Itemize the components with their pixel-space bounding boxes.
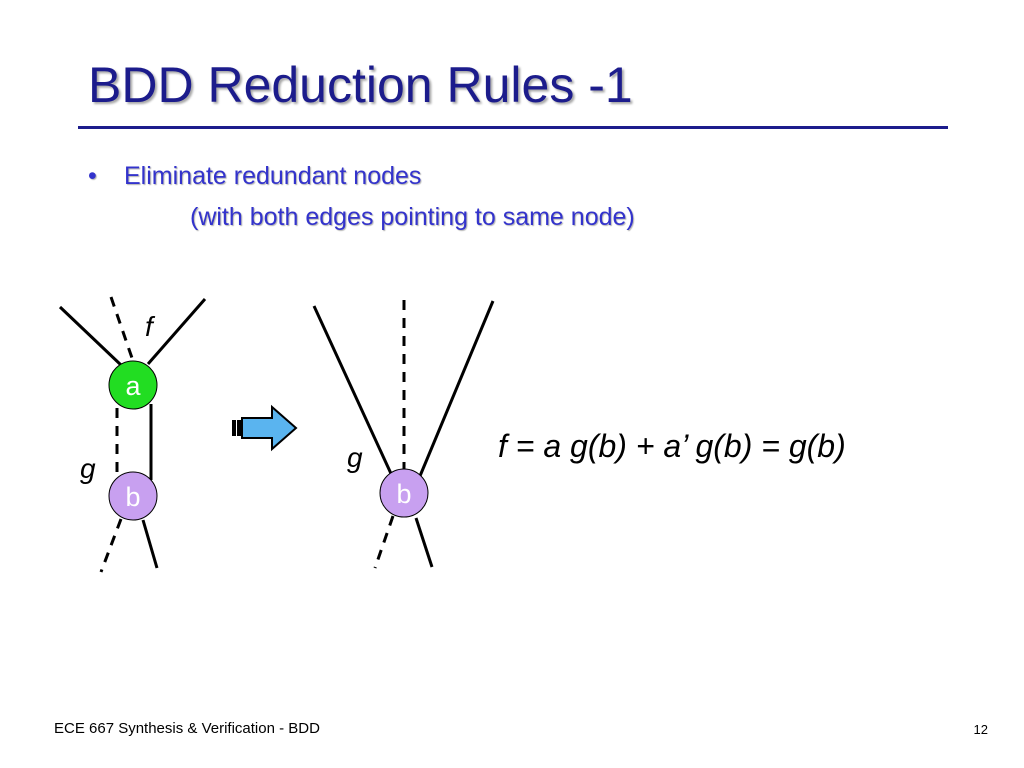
edge-in-dashed — [109, 296, 134, 359]
page-number: 12 — [973, 722, 988, 737]
label-g-right: g — [347, 442, 363, 473]
edge-left-solid — [312, 305, 395, 479]
node-a-label: a — [125, 371, 141, 401]
edge-in-right-solid — [146, 298, 207, 365]
node-b — [108, 471, 158, 521]
node-b-right — [379, 468, 429, 518]
edge-in-left-solid — [58, 305, 123, 367]
label-f: f — [145, 311, 156, 342]
right-diagram: b g — [312, 300, 495, 569]
bullet-marker: • — [88, 162, 97, 190]
edge-out-solid-right — [414, 517, 434, 568]
node-a — [108, 360, 158, 410]
left-diagram: a b f g — [58, 296, 207, 573]
subbullet-text: (with both edges pointing to same node) — [190, 203, 635, 231]
bullet-item: • Eliminate redundant nodes — [88, 162, 421, 191]
edge-out-solid — [141, 519, 159, 569]
label-g-left: g — [80, 453, 96, 484]
edge-out-dashed — [99, 518, 123, 573]
node-b-label: b — [125, 482, 140, 512]
bullet-text: Eliminate redundant nodes — [124, 162, 422, 190]
node-b-right-label: b — [396, 479, 411, 509]
edge-out-dashed-right — [373, 515, 395, 569]
equation: f = a g(b) + a’ g(b) = g(b) — [498, 428, 846, 464]
right-arrow-icon — [232, 404, 298, 452]
footer-text: ECE 667 Synthesis & Verification - BDD — [54, 720, 320, 737]
slide-title: BDD Reduction Rules -1 — [88, 57, 633, 113]
title-underline — [78, 126, 948, 129]
edge-right-solid — [418, 300, 495, 477]
